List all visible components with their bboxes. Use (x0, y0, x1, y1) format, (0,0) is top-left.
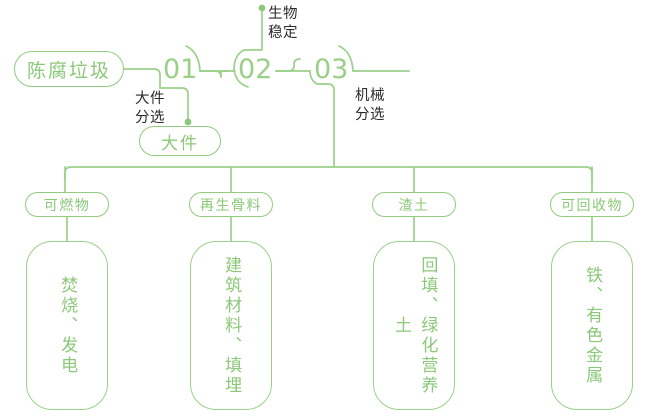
output-box-recycled-aggregate[interactable]: 建筑材料、填埋 (190, 241, 272, 410)
output-box-recyclables[interactable]: 铁、有色金属 (551, 241, 633, 410)
stage-number-03[interactable]: 03 (314, 54, 349, 85)
source-pill-stale-waste[interactable]: 陈腐垃圾 (14, 51, 124, 87)
output-pill-slag-soil[interactable]: 渣土 (372, 192, 456, 217)
output-pill-combustible[interactable]: 可燃物 (25, 192, 109, 217)
dot-bio-stable (258, 4, 266, 12)
stage-number-01[interactable]: 01 (163, 54, 198, 85)
output-pill-recycled-aggregate[interactable]: 再生骨料 (189, 192, 273, 217)
annotation-mechanical-sorting: 机械 分选 (355, 88, 385, 124)
distribution-bar (64, 166, 593, 181)
wire-01-to-02-b (220, 70, 229, 78)
wire-02-to-03-step (275, 58, 301, 72)
stage-number-02[interactable]: 02 (238, 54, 273, 85)
wire-source-to-01 (123, 68, 161, 89)
annotation-bulky-sorting: 大件 分选 (135, 91, 165, 127)
wire-01-to-02-a (199, 70, 222, 78)
side-output-pill-bulky[interactable]: 大件 (139, 126, 221, 156)
output-box-combustible-label: 焚烧、发电 (57, 275, 78, 376)
annotation-bio-stabilization: 生物 稳定 (268, 6, 298, 42)
output-box-slag-soil-label: 回填、绿化营养土 (391, 255, 438, 396)
wire-03-drop (309, 70, 335, 168)
output-box-recyclables-label: 铁、有色金属 (582, 265, 603, 386)
output-box-slag-soil[interactable]: 回填、绿化营养土 (373, 241, 455, 410)
output-pill-recyclables[interactable]: 可回收物 (550, 192, 634, 217)
output-box-combustible[interactable]: 焚烧、发电 (26, 241, 108, 410)
output-box-recycled-aggregate-label: 建筑材料、填埋 (221, 255, 242, 396)
